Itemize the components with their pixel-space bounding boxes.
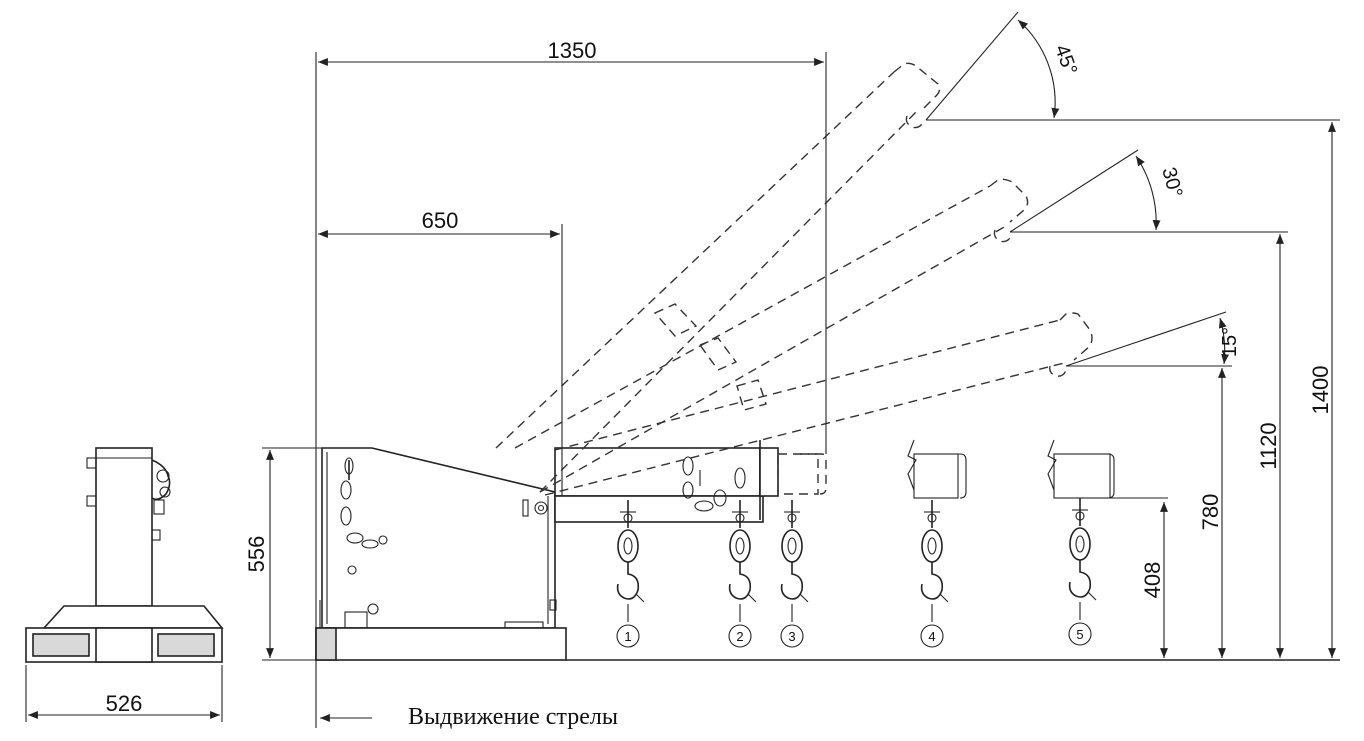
angle-45-label: 45° xyxy=(1050,42,1081,78)
hook-1: 1 xyxy=(616,500,645,648)
dim-base-height: 556 xyxy=(244,536,269,573)
angle-15-label: 15° xyxy=(1219,327,1241,357)
angle-markers: 45° 30° 15° xyxy=(925,11,1340,367)
dim-reach-max: 1350 xyxy=(548,38,597,63)
dim-height-0: 408 xyxy=(1140,562,1165,599)
caption-group: Выдвижение стрелы xyxy=(320,704,618,730)
hook-number-5: 5 xyxy=(1076,627,1083,642)
side-view-body xyxy=(315,447,567,661)
boom-inclined-positions xyxy=(495,62,1093,496)
hook-number-1: 1 xyxy=(624,629,631,644)
dim-reach-min: 650 xyxy=(422,208,459,233)
hook-2: 2 xyxy=(728,500,757,648)
hook-number-2: 2 xyxy=(736,629,743,644)
hook-4: 4 xyxy=(920,500,949,648)
reach-dimensions: 1350 650 xyxy=(315,38,827,728)
hook-positions: 1 2 3 4 5 xyxy=(616,498,1097,648)
dim-height-30: 1120 xyxy=(1256,422,1281,469)
angle-30-label: 30° xyxy=(1157,165,1186,200)
front-view: 526 xyxy=(25,447,224,722)
dim-height-45: 1400 xyxy=(1308,366,1333,415)
dim-base-width: 526 xyxy=(106,691,143,716)
hook-number-4: 4 xyxy=(928,629,935,644)
hook-number-3: 3 xyxy=(788,629,795,644)
caption-boom-extension: Выдвижение стрелы xyxy=(408,704,618,730)
hook-5: 5 xyxy=(1068,498,1097,646)
boom-ends-4-5 xyxy=(907,439,1168,499)
height-dimensions: 408 780 1120 1400 xyxy=(1140,122,1336,658)
dim-556-group: 556 xyxy=(244,447,322,661)
dim-height-15: 780 xyxy=(1198,494,1223,531)
hook-3: 3 xyxy=(780,500,809,648)
boom-horizontal xyxy=(554,440,827,523)
